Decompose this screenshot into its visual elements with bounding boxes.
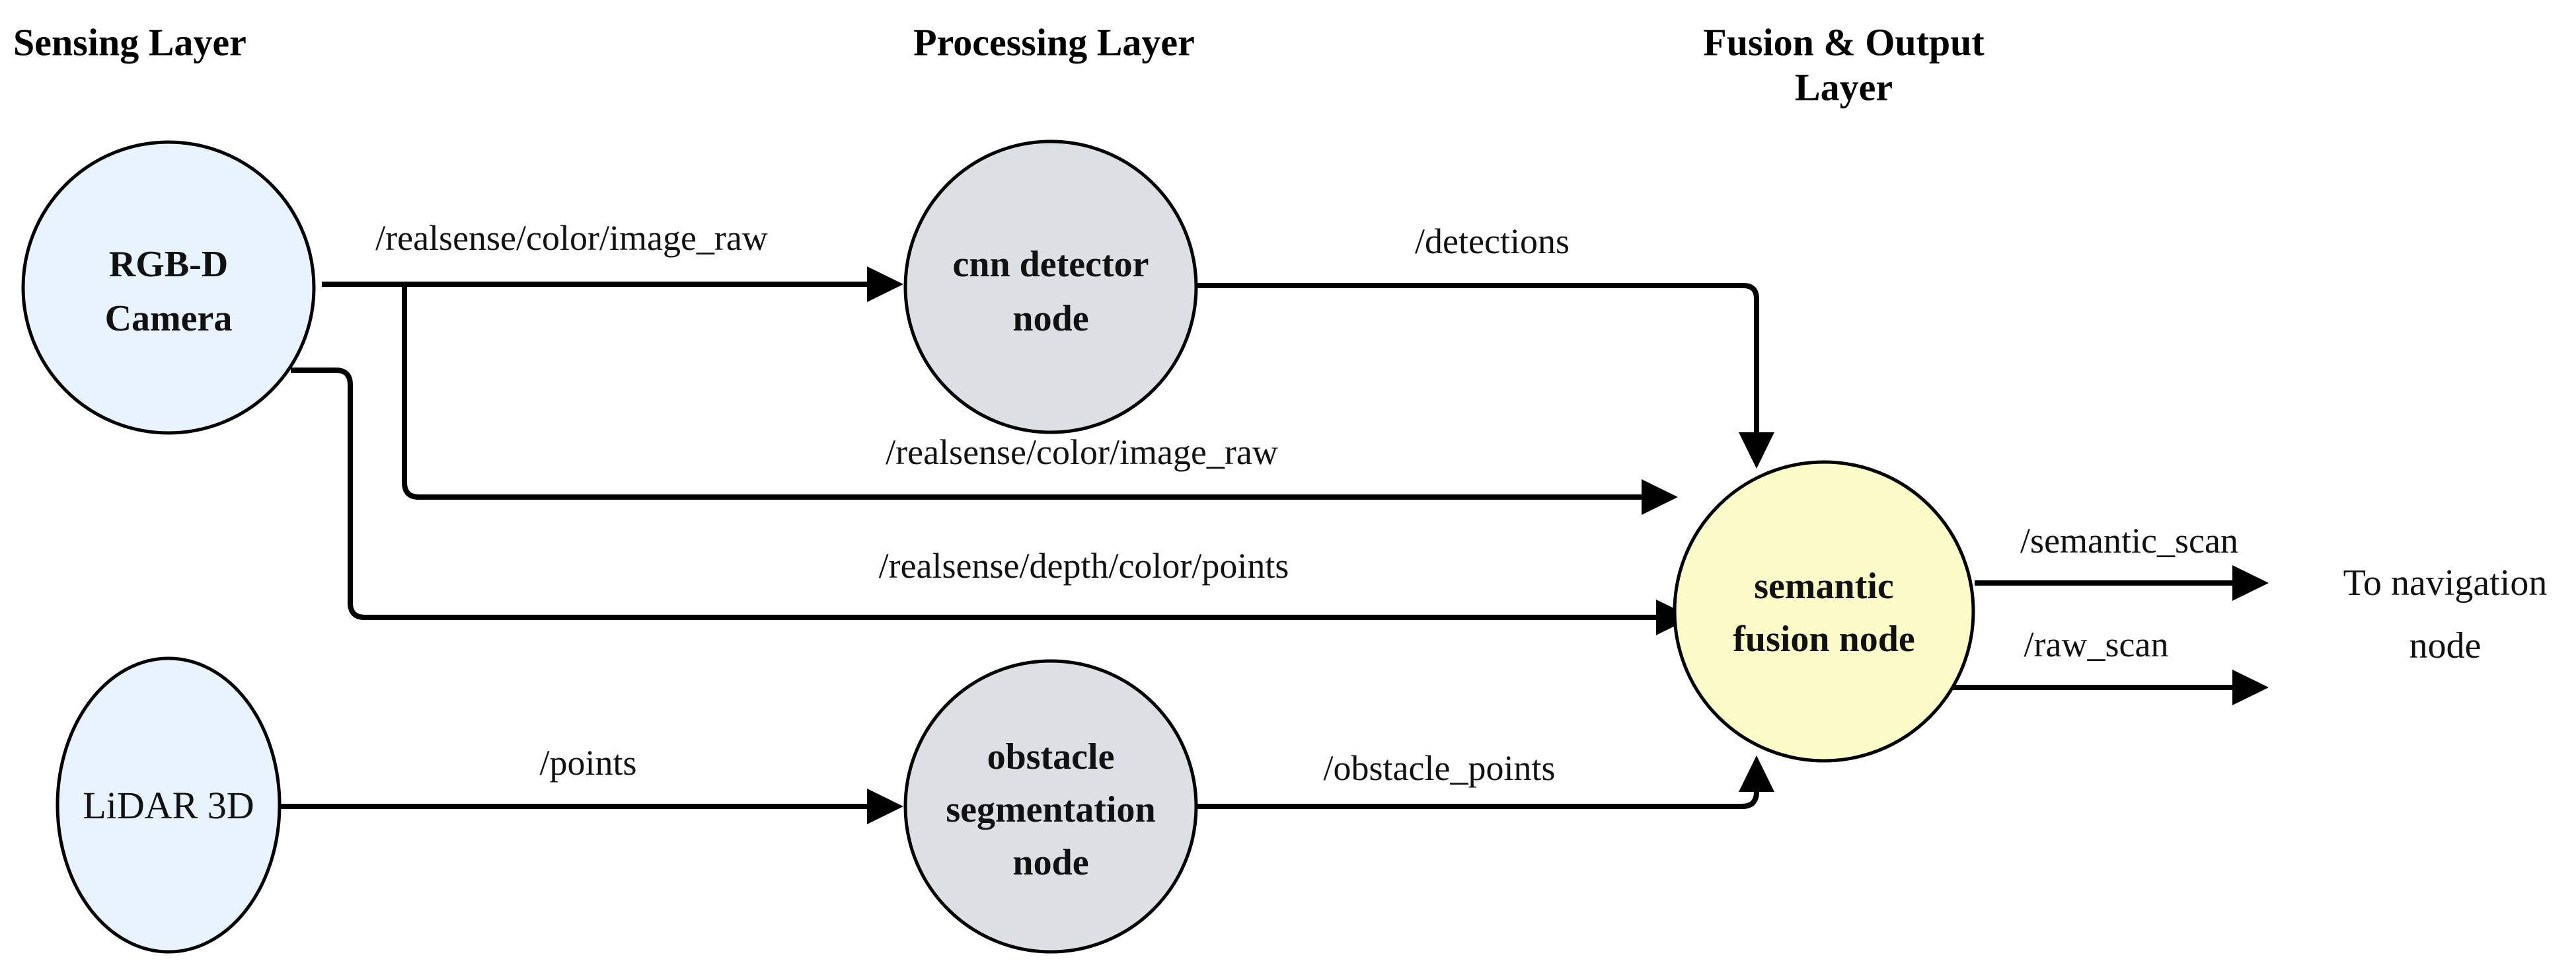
node-shape-obstacle-segmentation[interactable]: [903, 659, 1198, 954]
node-label-lidar-3d: LiDAR 3D: [83, 784, 254, 827]
edge-label-cnn-to-fusion: /detections: [1415, 221, 1570, 261]
edge-line-cam-to-fusion-points: [291, 368, 1693, 635]
node-label-cnn-detector-line2: node: [1012, 298, 1088, 339]
node-label-semantic-fusion-line1: semantic: [1754, 566, 1894, 607]
edge-line-cnn-to-fusion: [1196, 283, 1774, 469]
edge-lidar-to-segmentation: /points: [280, 743, 904, 824]
edge-cnn-to-fusion: /detections: [1196, 221, 1774, 469]
edge-line-segmentation-to-fusion: [1196, 755, 1774, 809]
layer-header-sensing: Sensing Layer: [13, 21, 246, 64]
node-obstacle-segmentation[interactable]: obstacle segmentation node: [903, 659, 1198, 954]
edge-label-cam-to-cnn: /realsense/color/image_raw: [375, 218, 768, 258]
node-label-semantic-fusion-line2: fusion node: [1733, 619, 1914, 660]
edge-cam-to-fusion-image: /realsense/color/image_raw: [402, 286, 1679, 515]
node-label-rgbd-camera-line2: Camera: [105, 298, 233, 339]
node-label-obstacle-segmentation-line2: segmentation: [946, 789, 1155, 830]
node-shape-cnn-detector[interactable]: [903, 139, 1198, 434]
edge-fusion-to-nav-raw: /raw_scan: [1953, 625, 2269, 705]
edge-label-cam-to-fusion-points: /realsense/depth/color/points: [879, 546, 1289, 586]
edge-label-segmentation-to-fusion: /obstacle_points: [1324, 748, 1556, 788]
node-shape-lidar-3d[interactable]: [56, 656, 282, 954]
node-label-obstacle-segmentation-line1: obstacle: [987, 736, 1115, 777]
layer-header-processing: Processing Layer: [913, 21, 1195, 64]
edge-segmentation-to-fusion: /obstacle_points: [1196, 748, 1774, 809]
node-rgbd-camera[interactable]: RGB-D Camera: [21, 140, 316, 435]
edge-label-lidar-to-segmentation: /points: [539, 743, 636, 783]
node-cnn-detector[interactable]: cnn detector node: [903, 139, 1198, 434]
sink-label-line1: To navigation: [2343, 563, 2548, 603]
edge-line-cam-to-fusion-image: [402, 286, 1679, 515]
node-label-obstacle-segmentation-line3: node: [1012, 842, 1088, 883]
sink-label-line2: node: [2409, 625, 2481, 666]
layer-header-fusion-line2: Layer: [1795, 66, 1893, 109]
edge-label-fusion-to-nav-raw: /raw_scan: [2024, 625, 2169, 664]
node-lidar-3d[interactable]: LiDAR 3D: [56, 656, 282, 954]
node-shape-semantic-fusion[interactable]: [1673, 460, 1975, 763]
node-shape-rgbd-camera[interactable]: [21, 140, 316, 435]
edge-cam-to-fusion-points: /realsense/depth/color/points: [291, 368, 1693, 635]
edge-fusion-to-nav-semantic: /semantic_scan: [1975, 521, 2269, 601]
edge-label-fusion-to-nav-semantic: /semantic_scan: [2020, 521, 2238, 561]
node-label-rgbd-camera-line1: RGB-D: [109, 244, 228, 285]
node-label-cnn-detector-line1: cnn detector: [952, 244, 1149, 285]
edge-cam-to-cnn: /realsense/color/image_raw: [322, 218, 904, 302]
sink-navigation-node: To navigation node: [2343, 563, 2548, 666]
edge-label-cam-to-fusion-image: /realsense/color/image_raw: [886, 432, 1278, 472]
layer-header-fusion-line1: Fusion & Output: [1703, 21, 1985, 64]
node-semantic-fusion[interactable]: semantic fusion node: [1673, 460, 1975, 763]
